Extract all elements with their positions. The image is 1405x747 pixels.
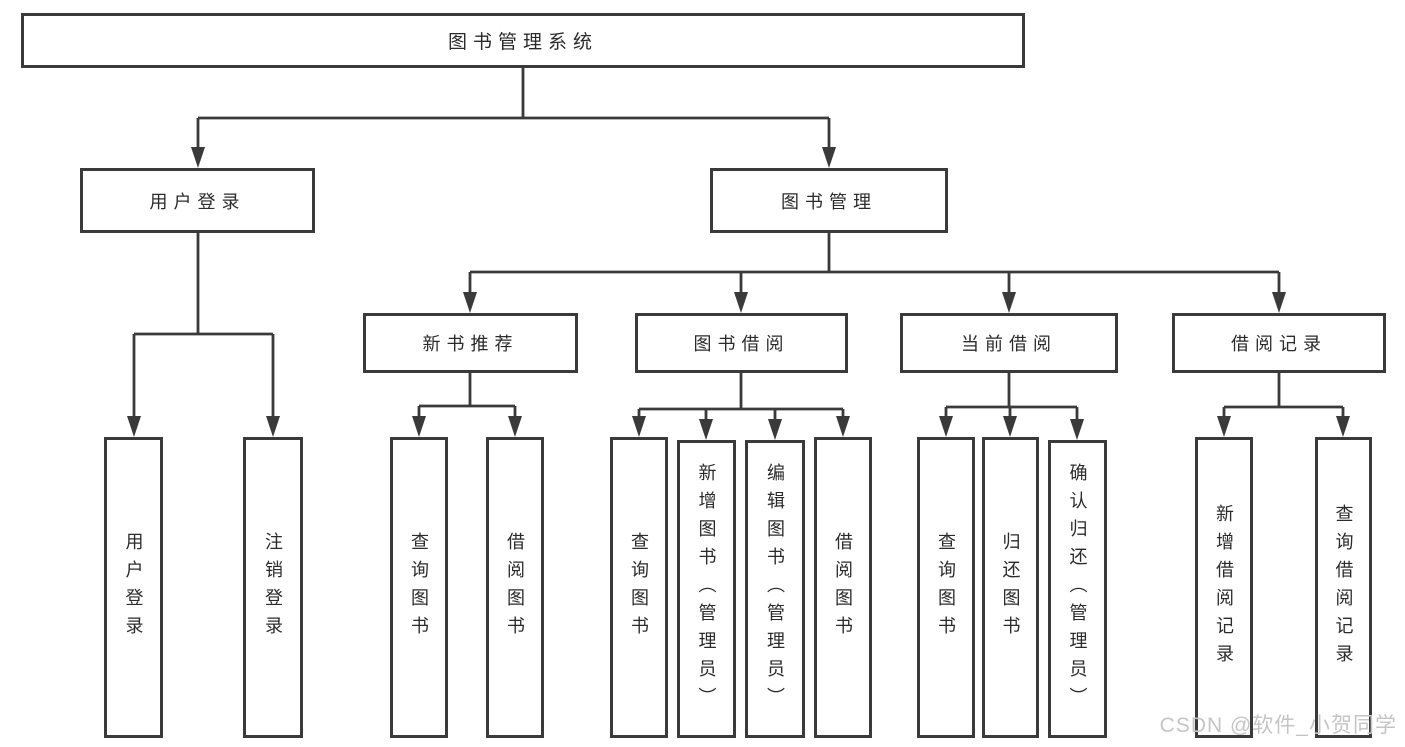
node-leaf-user-login: 用户登录 [104,437,163,738]
node-leaf-return-book: 归还图书 [982,437,1039,738]
node-leaf-query-book-1: 查询图书 [390,437,448,738]
node-book-management: 图书管理 [710,168,948,233]
node-current-borrow: 当前借阅 [900,313,1118,373]
node-leaf-query-book-2: 查询图书 [610,437,668,738]
node-borrow-record: 借阅记录 [1172,313,1386,373]
node-leaf-confirm-return-admin: 确认归还（管理员） [1048,440,1107,738]
node-leaf-logout: 注销登录 [243,437,303,738]
csdn-watermark: CSDN @软件_小贺同学 [1159,714,1397,737]
node-leaf-borrow-book-1: 借阅图书 [486,437,544,738]
node-leaf-borrow-book-2: 借阅图书 [814,437,872,738]
node-root-system: 图书管理系统 [21,13,1025,68]
node-user-login: 用户登录 [80,168,315,233]
node-leaf-query-borrow-record: 查询借阅记录 [1315,437,1372,738]
node-book-borrow: 图书借阅 [635,313,848,373]
node-leaf-edit-book-admin: 编辑图书（管理员） [745,440,805,738]
node-leaf-add-borrow-record: 新增借阅记录 [1195,437,1253,738]
node-leaf-query-book-3: 查询图书 [917,437,975,738]
node-new-book-recommend: 新书推荐 [363,313,578,373]
node-leaf-add-book-admin: 新增图书（管理员） [677,440,736,738]
